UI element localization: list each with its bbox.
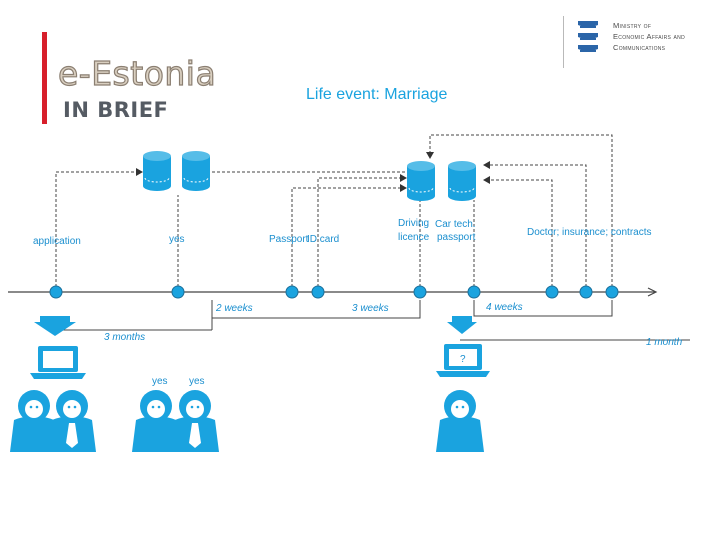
link-doctor-1: [485, 179, 553, 292]
brand-accent-bar: [42, 32, 47, 124]
link-doctor-2: [485, 164, 587, 292]
label-driving-1: Driving: [398, 218, 430, 229]
person-icon: [10, 390, 484, 452]
label-yes-top: yes: [169, 234, 185, 245]
page-title: Life event: Marriage: [306, 86, 448, 103]
laptop-icon: [436, 344, 490, 377]
timeline-nodes: [49, 285, 619, 299]
ministry-name: Ministry of Economic Affairs and Communi…: [613, 20, 685, 53]
timeline-arrowhead: [647, 287, 658, 297]
arrow-db2-b: [400, 174, 407, 182]
arrow-db3: [483, 176, 490, 184]
duration-3-weeks: 3 weeks: [352, 303, 389, 314]
label-yes-bottom-2: yes: [189, 376, 205, 387]
label-car-tech-1: Car tech.: [435, 219, 476, 230]
arrow-db3-b: [483, 161, 490, 169]
arrow-down-icon: [447, 316, 477, 334]
link-doctor-3: [429, 134, 613, 292]
label-question: ?: [460, 354, 466, 365]
link-application: [55, 171, 140, 292]
duration-4-weeks: 4 weeks: [486, 302, 523, 313]
arrow-db2-a: [400, 184, 407, 192]
brand-subtitle: IN BRIEF: [63, 98, 169, 122]
e-estonia-logo: e-Estonia: [57, 53, 217, 93]
label-id-card: ID card: [307, 234, 340, 245]
laptop-icon: [30, 346, 86, 379]
ministry-line-2: Economic Affairs and: [613, 32, 685, 41]
database-icon: [143, 151, 476, 201]
duration-3-months: 3 months: [104, 332, 146, 343]
bracket-2-weeks: [211, 300, 421, 319]
label-doctor: Doctor; insurance; contracts: [527, 227, 652, 238]
label-application: application: [33, 236, 81, 247]
label-yes-bottom-1: yes: [152, 376, 168, 387]
ministry-line-1: Ministry of: [613, 21, 652, 30]
label-driving-2: licence: [398, 232, 430, 243]
label-passport: Passport: [269, 234, 309, 245]
bracket-4-weeks: [473, 300, 613, 317]
arrow-db1: [136, 168, 143, 176]
arrow-db2-top: [426, 152, 434, 159]
bracket-3-months: [56, 300, 213, 331]
arrow-down-icon: [34, 316, 76, 336]
ministry-divider: [563, 16, 564, 68]
ministry-line-3: Communications: [613, 43, 666, 52]
label-car-tech-2: passport: [437, 232, 476, 243]
duration-2-weeks: 2 weeks: [216, 303, 253, 314]
duration-1-month: 1 month: [646, 337, 683, 348]
link-id-card: [317, 177, 405, 292]
